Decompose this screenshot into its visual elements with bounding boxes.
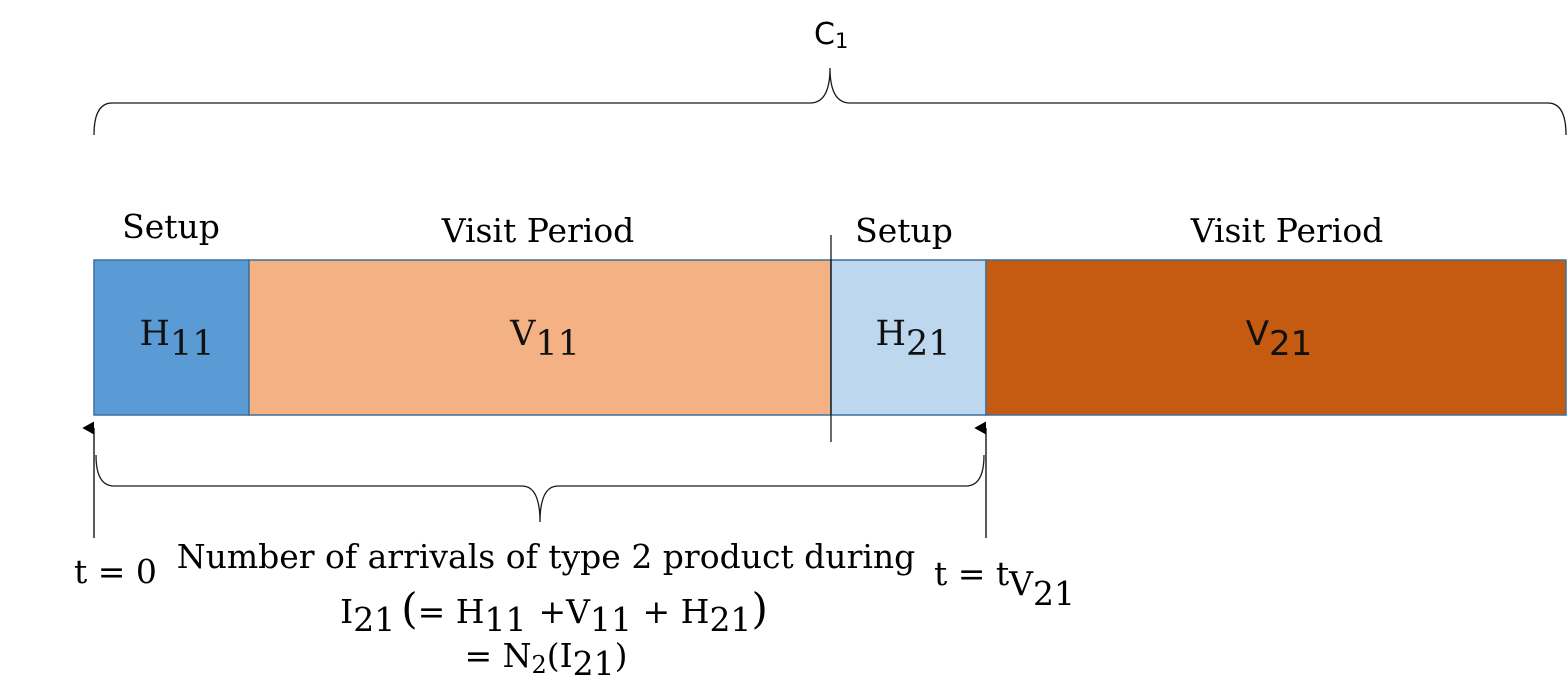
end-marker-label: t = tV21 — [934, 554, 1075, 613]
segment-label-h21: H21 — [875, 314, 950, 364]
caption-line-2: I21(= H11+V11 + H21) — [340, 584, 768, 639]
caption-line-1: Number of arrivals of type 2 product dur… — [177, 537, 916, 576]
segment-header-h11: Setup — [122, 207, 220, 246]
cycle-brace — [93, 67, 1567, 136]
caption-line-3: = N2(I21) — [464, 636, 627, 683]
segment-h21 — [830, 259, 987, 416]
segment-v21 — [985, 259, 1567, 416]
segment-h11 — [93, 259, 250, 416]
segment-header-h21: Setup — [855, 211, 953, 250]
segment-v11 — [248, 259, 832, 416]
segment-label-v11: V11 — [509, 314, 580, 364]
interval-brace — [95, 454, 985, 523]
cycle-label: C1 — [814, 17, 848, 53]
segment-header-v21: Visit Period — [1190, 211, 1384, 250]
start-marker-label: t = 0 — [74, 552, 157, 591]
segment-label-h11: H11 — [139, 314, 214, 364]
segment-header-v11: Visit Period — [441, 211, 635, 250]
segment-label-v21: V21 — [1246, 314, 1313, 364]
